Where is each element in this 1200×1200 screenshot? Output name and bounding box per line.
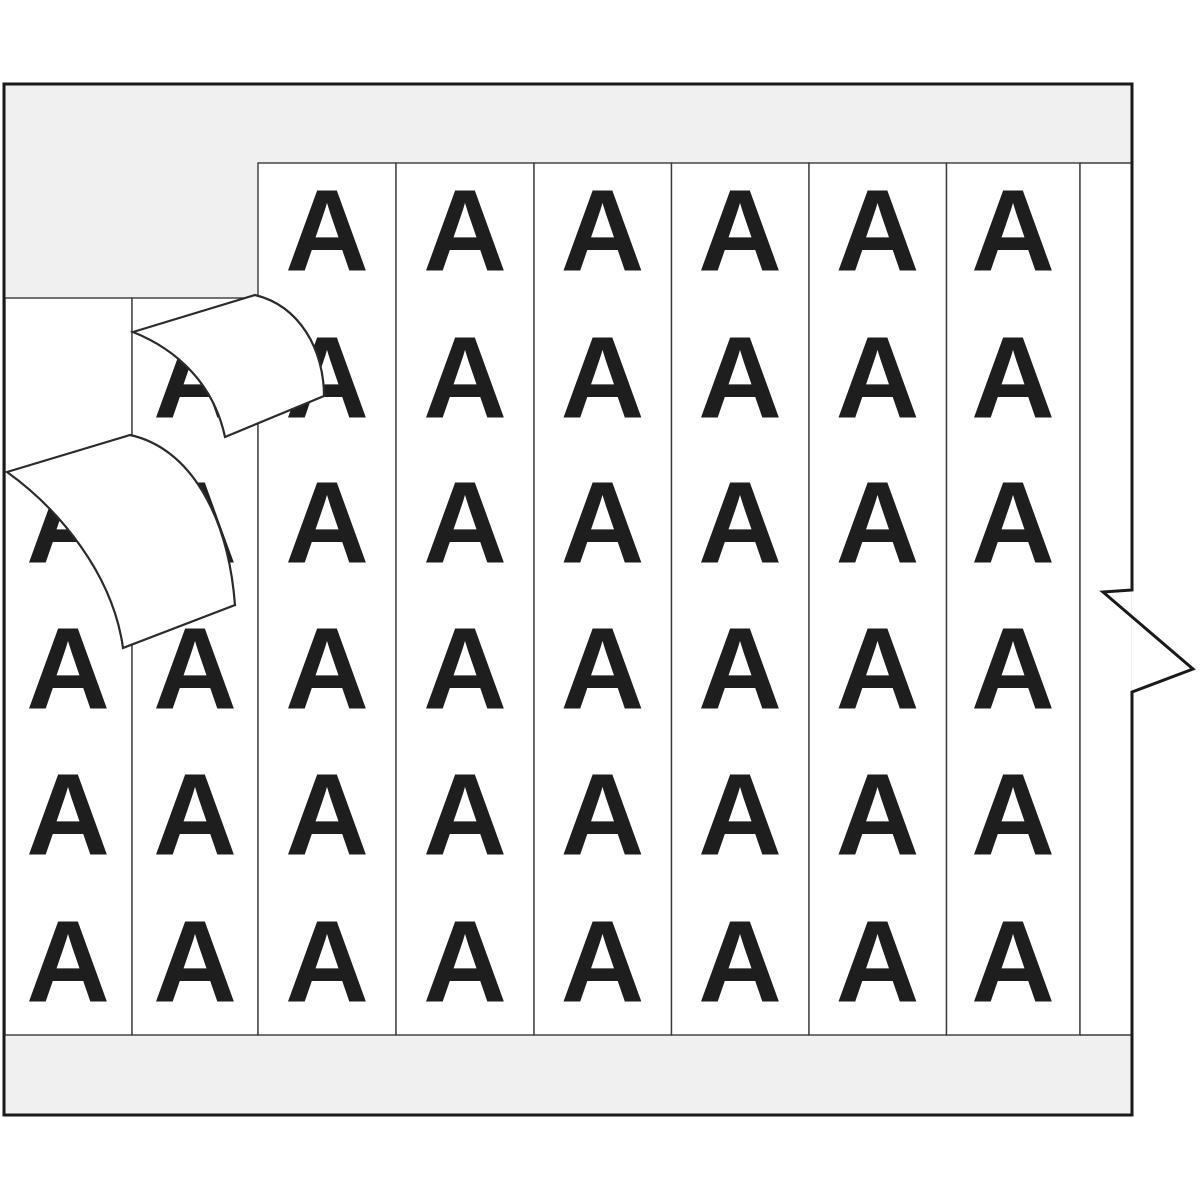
label-strip-5 (533, 162, 673, 1036)
marker-letter: A (971, 313, 1055, 443)
peeled-label-upper (129, 293, 326, 439)
marker-letter: A (561, 750, 645, 880)
marker-letter: A (26, 750, 110, 880)
marker-letter: A (836, 750, 920, 880)
marker-letter: A (285, 166, 369, 296)
marker-letter: A (698, 897, 782, 1027)
marker-letter: A (153, 750, 237, 880)
marker-letter: A (698, 750, 782, 880)
marker-letter: A (698, 313, 782, 443)
marker-letter: A (423, 313, 507, 443)
marker-letter: A (836, 458, 920, 588)
marker-letter: A (285, 458, 369, 588)
marker-letter: A (285, 604, 369, 734)
marker-letter: A (836, 604, 920, 734)
label-strip-1 (4, 297, 133, 1036)
marker-letter: A (153, 897, 237, 1027)
marker-letter: A (423, 458, 507, 588)
margin-strip (1080, 163, 1131, 1035)
marker-letter: A (698, 604, 782, 734)
label-strip-4 (395, 162, 535, 1036)
marker-letter: A (836, 313, 920, 443)
marker-letter: A (561, 458, 645, 588)
label-strip-8 (945, 162, 1081, 1036)
marker-letter: A (285, 897, 369, 1027)
marker-letter: A (26, 897, 110, 1027)
card-outline-and-tear-notch (2, 82, 1196, 1117)
peeled-label-lower (4, 433, 237, 650)
marker-letter: A (698, 166, 782, 296)
marker-letter: A (423, 750, 507, 880)
marker-letter: A (561, 166, 645, 296)
letters-layer: AAAAAAAAAAAAAAAAAAAAAAAAAAAAAAAAAAAAAAAA… (26, 166, 1055, 1027)
marker-letter: A (971, 897, 1055, 1027)
marker-letter: A (971, 458, 1055, 588)
label-strip-7 (808, 162, 948, 1036)
marker-letter: A (971, 604, 1055, 734)
marker-letter: A (423, 604, 507, 734)
label-strip-6 (670, 162, 810, 1036)
marker-letter: A (26, 604, 110, 734)
marker-letter: A (423, 897, 507, 1027)
marker-letter: A (561, 897, 645, 1027)
marker-letter: A (561, 313, 645, 443)
marker-letter: A (836, 166, 920, 296)
marker-letter: A (561, 604, 645, 734)
marker-letter: A (971, 166, 1055, 296)
marker-letter: A (285, 750, 369, 880)
marker-letter: A (698, 458, 782, 588)
marker-letter: A (423, 166, 507, 296)
marker-letter: A (836, 897, 920, 1027)
marker-letter: A (971, 750, 1055, 880)
